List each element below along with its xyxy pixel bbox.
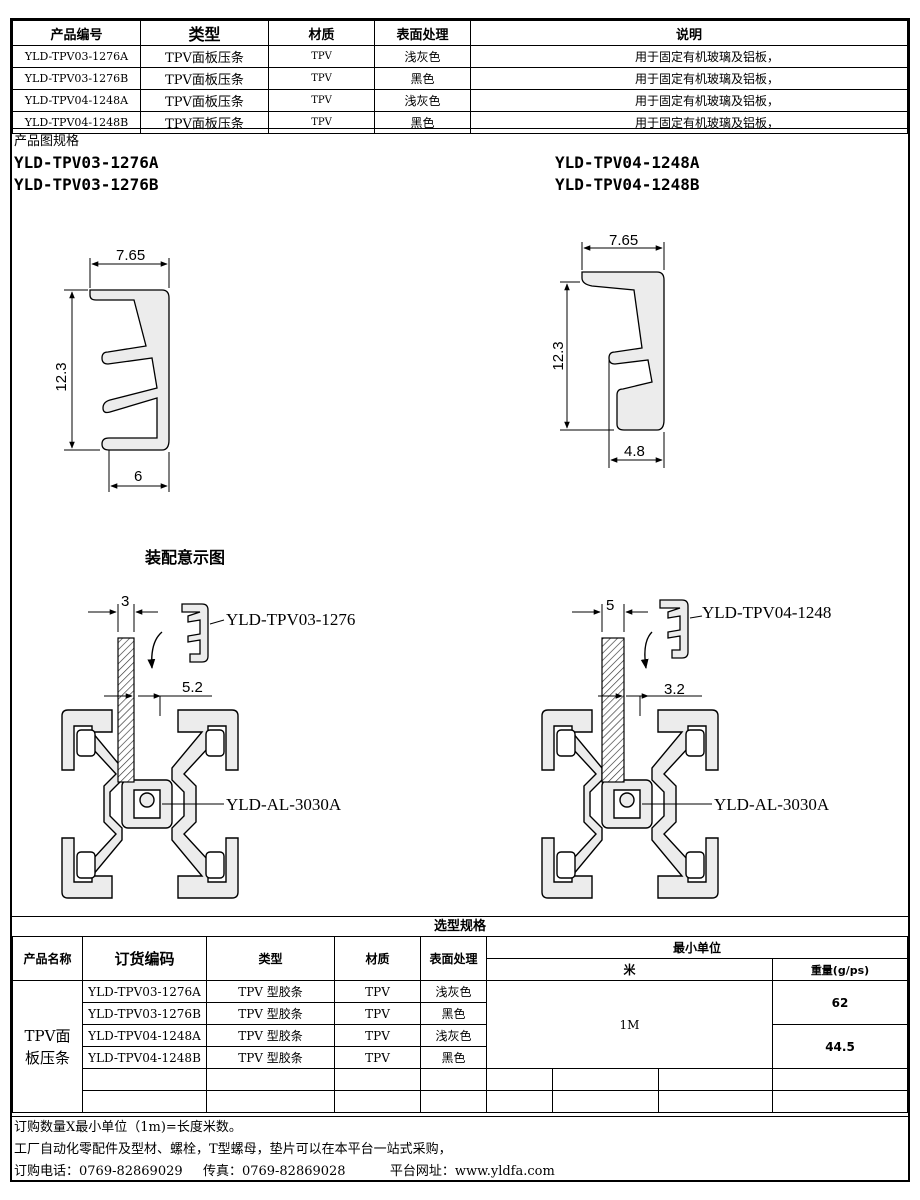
header-material: 材质 <box>334 936 421 981</box>
table-row-empty <box>13 1068 908 1091</box>
product-code: YLD-TPV03-1276A <box>14 153 159 172</box>
profile-label-right: YLD-AL-3030A <box>714 795 830 814</box>
gap-top-right: 5 <box>606 597 614 614</box>
technical-drawings: 7.65 12.3 6 7.65 12.3 4.8 装配意示图 <box>53 232 831 899</box>
cell-material: TPV <box>334 1002 421 1025</box>
cell-material: TPV <box>334 1024 421 1047</box>
dim-height-right: 12.3 <box>550 341 567 370</box>
cell-material: TPV <box>334 980 421 1003</box>
left-product-codes: YLD-TPV03-1276A YLD-TPV03-1276B <box>14 152 159 196</box>
cell-type: TPV 型胶条 <box>206 980 335 1003</box>
cell-type: TPV面板压条 <box>140 67 269 90</box>
footer-platform-note: 工厂自动化零配件及型材、螺栓，T型螺母，垫片可以在本平台一站式采购， <box>14 1142 452 1157</box>
assembly-title: 装配意示图 <box>144 548 225 567</box>
header-product-name: 产品名称 <box>12 936 83 981</box>
cell-code: YLD-TPV04-1248A <box>82 1024 207 1047</box>
selection-table: 产品名称 订货编码 类型 材质 表面处理 最小单位 米 重量(g/ps) TPV… <box>12 936 908 1113</box>
cell-type: TPV 型胶条 <box>206 1024 335 1047</box>
gap-bottom-left: 5.2 <box>182 679 203 696</box>
dim-width-left: 7.65 <box>116 247 145 264</box>
header-weight: 重量(g/ps) <box>772 958 908 981</box>
cell-surface: 浅灰色 <box>420 980 487 1003</box>
right-assembly-drawing <box>541 599 719 899</box>
footer-contact: 订购电话：0769-82869029 传真：0769-82869028 平台网址… <box>12 1161 908 1183</box>
cell-type: TPV 型胶条 <box>206 1046 335 1069</box>
left-assembly-drawing <box>61 603 239 899</box>
cell-code: YLD-TPV04-1248B <box>82 1046 207 1069</box>
cell-code: YLD-TPV03-1276B <box>82 1002 207 1025</box>
weight-value: 44.5 <box>772 1024 908 1069</box>
header-surface: 表面处理 <box>374 20 471 46</box>
aluminum-profile-right <box>541 709 719 899</box>
gap-top-left: 3 <box>121 593 129 610</box>
seal-strip-1248 <box>581 271 665 431</box>
product-code: YLD-TPV03-1276B <box>14 175 159 194</box>
footer-fax: 传真：0769-82869028 <box>202 1164 346 1179</box>
cell-surface: 浅灰色 <box>420 1024 487 1047</box>
table-row: YLD-TPV03-1276A TPV面板压条 TPV 浅灰色 用于固定有机玻璃… <box>12 45 908 68</box>
dim-width-right: 7.65 <box>609 232 638 249</box>
panel-hatched-left <box>117 637 135 783</box>
meter-value: 1M <box>486 980 773 1069</box>
strip-label-right: YLD-TPV04-1248 <box>702 603 831 622</box>
header-code: 产品编号 <box>12 20 141 46</box>
cell-type: TPV面板压条 <box>140 45 269 68</box>
product-code: YLD-TPV04-1248B <box>555 175 700 194</box>
product-table-header: 产品编号 类型 材质 表面处理 说明 <box>12 20 908 46</box>
strip-label-left: YLD-TPV03-1276 <box>226 610 355 629</box>
product-name: TPV面板压条 <box>24 1026 71 1067</box>
dim-height-left: 12.3 <box>53 362 70 391</box>
cell-type: TPV面板压条 <box>140 89 269 112</box>
left-profile-drawing <box>64 258 170 492</box>
aluminum-profile-left <box>61 709 239 899</box>
header-type: 类型 <box>140 20 269 46</box>
weight-value: 62 <box>772 980 908 1025</box>
table-row-empty <box>13 1090 908 1113</box>
cell-type: TPV 型胶条 <box>206 1002 335 1025</box>
cell-surface: 黑色 <box>420 1046 487 1069</box>
header-surface: 表面处理 <box>420 936 487 981</box>
spec-sheet: 产品编号 类型 材质 表面处理 说明 YLD-TPV03-1276A TPV面板… <box>10 18 910 1182</box>
product-name-cell: TPV面板压条 <box>12 980 83 1113</box>
cell-code: YLD-TPV03-1276B <box>12 67 141 90</box>
seal-strip-small-right <box>659 599 689 659</box>
gap-bottom-right: 3.2 <box>664 681 685 698</box>
footer-order-note: 订购数量X最小单位（1m)=长度米数。 <box>14 1120 242 1135</box>
cell-material: TPV <box>334 1046 421 1069</box>
selection-title: 选型规格 <box>12 916 908 937</box>
dim-base-left: 6 <box>134 468 142 485</box>
profile-label-left: YLD-AL-3030A <box>226 795 342 814</box>
header-meter: 米 <box>486 958 773 981</box>
header-min-unit: 最小单位 <box>486 936 908 959</box>
product-code: YLD-TPV04-1248A <box>555 153 700 172</box>
table-row: YLD-TPV04-1248B TPV 型胶条 TPV 黑色 <box>13 1046 908 1069</box>
footer-website: 平台网址：www.yldfa.com <box>389 1164 555 1179</box>
footer-phone: 订购电话：0769-82869029 <box>14 1164 183 1179</box>
table-row: TPV面板压条 YLD-TPV03-1276A TPV 型胶条 TPV 浅灰色 … <box>12 980 908 1113</box>
footer: 订购数量X最小单位（1m)=长度米数。 工厂自动化零配件及型材、螺栓，T型螺母，… <box>12 1116 908 1183</box>
spec-section-label: 产品图规格 <box>14 134 80 149</box>
cell-code: YLD-TPV03-1276A <box>82 980 207 1003</box>
cell-surface: 黑色 <box>420 1002 487 1025</box>
right-profile-drawing <box>560 242 665 468</box>
seal-strip-1276 <box>89 289 170 451</box>
header-order-code: 订货编码 <box>82 936 207 981</box>
header-type: 类型 <box>206 936 335 981</box>
panel-hatched-right <box>601 637 625 783</box>
table-row: YLD-TPV04-1248A TPV面板压条 TPV 浅灰色 用于固定有机玻璃… <box>12 89 908 112</box>
dim-base-right: 4.8 <box>624 443 645 460</box>
table-row: YLD-TPV04-1248A TPV 型胶条 TPV 浅灰色 44.5 <box>13 1024 908 1069</box>
seal-strip-small-left <box>181 603 209 663</box>
right-product-codes: YLD-TPV04-1248A YLD-TPV04-1248B <box>555 152 700 196</box>
